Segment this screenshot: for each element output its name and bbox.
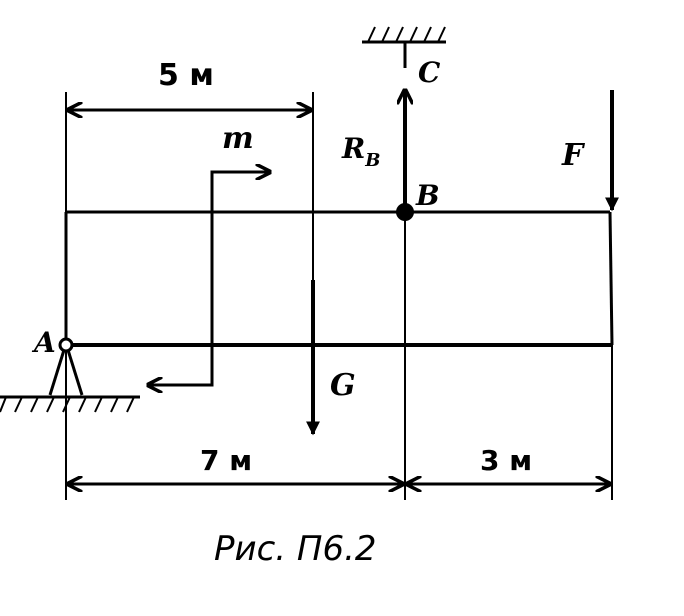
label-b: B (415, 179, 440, 212)
dimension-5m-label: 5 м (158, 58, 214, 93)
hinge-a (58, 337, 74, 353)
witness-lines (65, 92, 613, 500)
label-a: A (31, 326, 56, 359)
dimension-7m-label: 7 м (200, 444, 252, 477)
label-g: G (330, 368, 356, 403)
couple-lower-arm (148, 345, 214, 385)
ground-hatch-a (0, 396, 135, 413)
ceiling-support-c (362, 26, 446, 68)
ceiling-hatch-c (367, 26, 446, 43)
pin-support-a (0, 337, 140, 413)
couple-m (148, 172, 270, 385)
support-leg-right (66, 349, 84, 396)
label-m: m (222, 121, 254, 156)
label-rb-subscript: B (364, 150, 380, 171)
label-rb-main: R (341, 132, 365, 165)
dimension-3m-label: 3 м (480, 444, 532, 477)
label-f: F (561, 138, 586, 173)
plate-right-edge (608, 211, 614, 346)
figure-caption: Рис. П6.2 (214, 529, 377, 569)
label-rb: RB (341, 132, 381, 171)
plate-body (64, 210, 614, 347)
label-c: C (418, 56, 441, 89)
support-leg-left (48, 349, 66, 396)
point-b (396, 203, 414, 221)
couple-upper-arm (210, 172, 270, 345)
